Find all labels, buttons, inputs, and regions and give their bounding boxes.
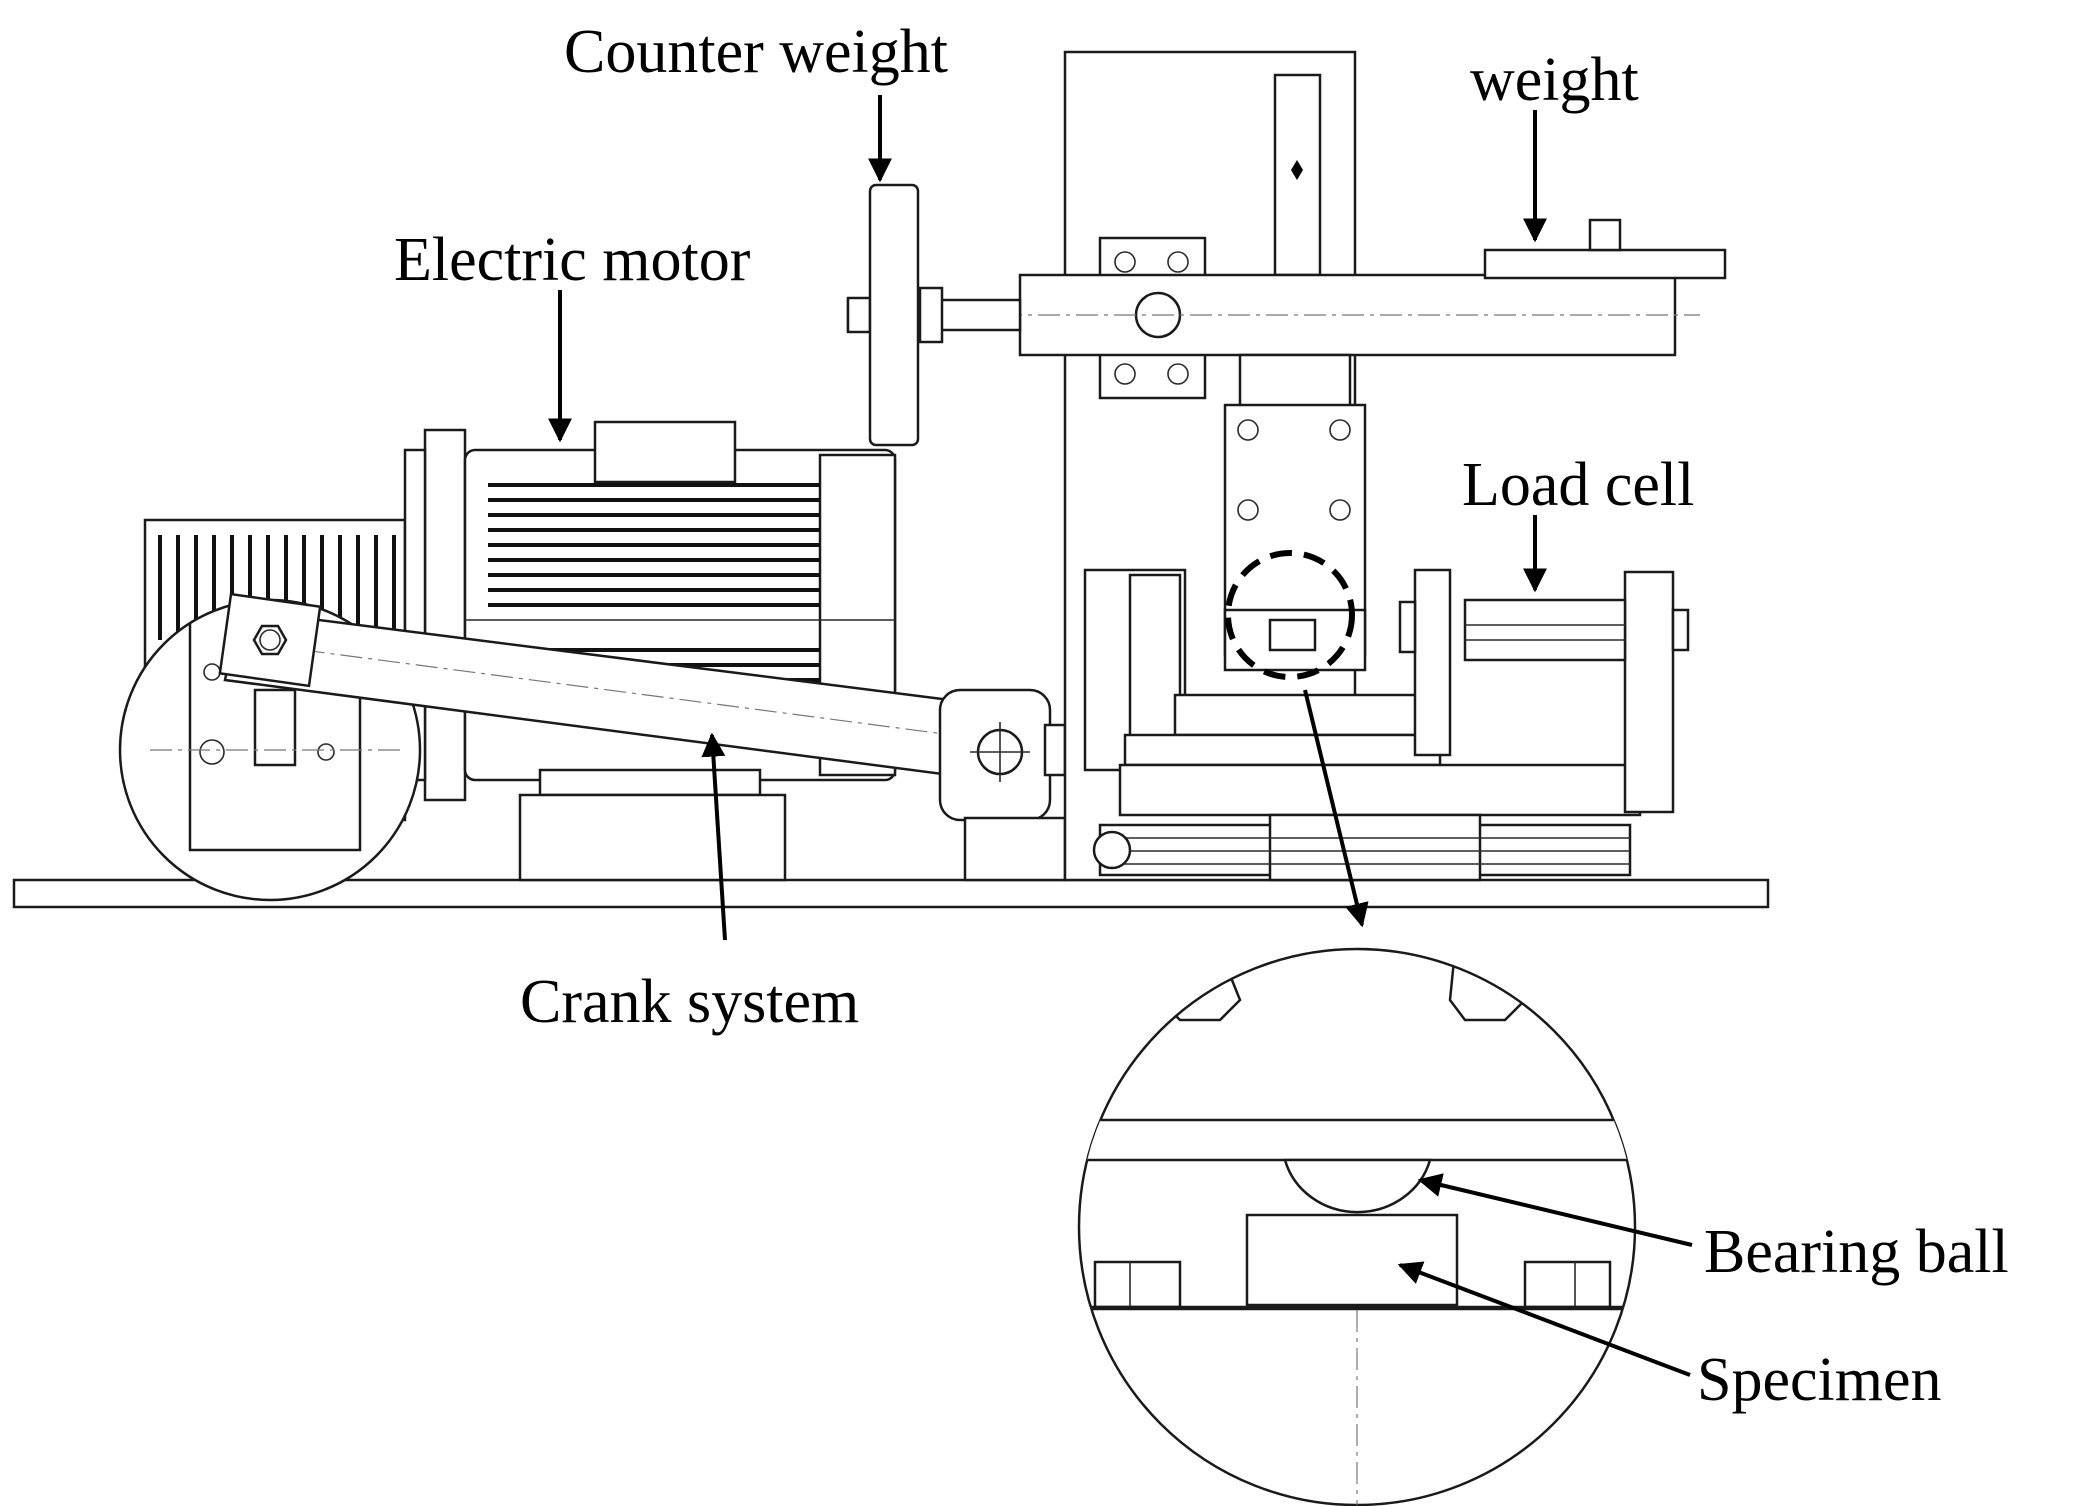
label-specimen: Specimen (1697, 1346, 1942, 1414)
lever-arm (846, 183, 1727, 447)
detail-zoom-circle (1077, 947, 1637, 1506)
detail-marker-circle (1225, 550, 1355, 680)
arrow-specimen (1397, 1261, 1691, 1377)
labels: Counter weight weight Electric motor Loa… (394, 18, 2009, 1414)
label-bearing-ball: Bearing ball (1704, 1218, 2009, 1286)
leader-arrows (548, 95, 1693, 1377)
sliding-table (1083, 568, 1690, 882)
loading-head (1223, 353, 1367, 672)
label-load-cell: Load cell (1462, 451, 1694, 519)
arrow-crank-system (701, 732, 727, 941)
arrow-detail-zoom (1303, 689, 1369, 928)
arrow-bearing-ball (1417, 1173, 1693, 1247)
label-weight: weight (1470, 46, 1639, 114)
crank-system (118, 592, 1067, 902)
label-electric-motor: Electric motor (394, 226, 751, 294)
label-counter-weight: Counter weight (564, 18, 948, 86)
label-crank-system: Crank system (520, 968, 859, 1036)
